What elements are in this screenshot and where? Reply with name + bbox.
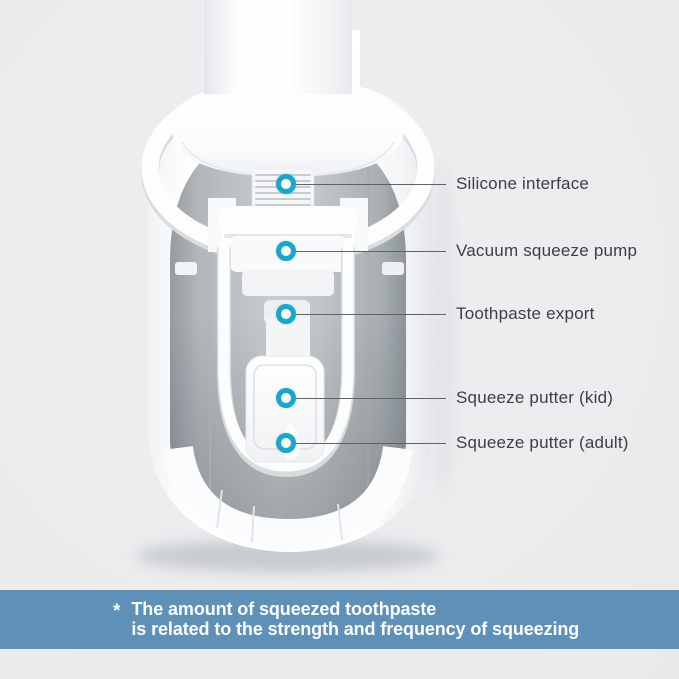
footnote-line-1: The amount of squeezed toothpaste [131,599,437,619]
callout-toothpaste-export: Toothpaste export [276,304,595,324]
footnote-text: The amount of squeezed toothpaste is rel… [131,599,580,639]
footnote-asterisk: * [113,601,121,622]
squeeze-lever [217,240,355,478]
footnote-band: * The amount of squeezed toothpaste is r… [0,590,679,649]
callout-leader-line [296,313,446,315]
callout-squeeze-putter-adult: Squeeze putter (adult) [276,433,629,453]
floor-shadow [136,540,440,572]
callout-label: Squeeze putter (kid) [456,388,614,407]
side-shadow [429,160,457,500]
callout-label: Squeeze putter (adult) [456,433,629,452]
callout-label: Toothpaste export [456,304,595,323]
callout-vacuum-squeeze-pump: Vacuum squeeze pump [276,241,637,261]
callout-leader-line [296,442,446,444]
callout-dot-icon [276,241,296,261]
callout-leader-line [296,397,446,399]
callout-silicone-interface: Silicone interface [276,174,589,194]
callout-label: Vacuum squeeze pump [456,241,638,260]
callout-dot-icon [276,304,296,324]
callout-leader-line [296,183,446,185]
callout-leader-line [296,250,446,252]
callout-dot-icon [276,174,296,194]
toothpaste-tube [204,0,352,94]
callout-dot-icon [276,388,296,408]
callout-squeeze-putter-kid: Squeeze putter (kid) [276,388,613,408]
callout-label: Silicone interface [456,174,590,193]
callout-dot-icon [276,433,296,453]
wall-hook-left [175,262,197,275]
bottom-rim [163,445,413,550]
wall-hook-right [382,262,404,275]
footnote-line-2: is related to the strength and frequency… [131,618,580,639]
